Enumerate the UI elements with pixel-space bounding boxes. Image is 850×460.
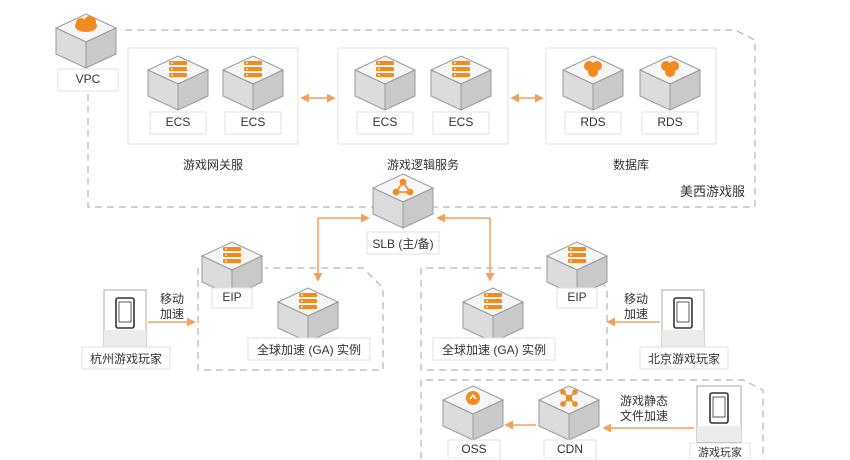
logic-group-name: 游戏逻辑服务 xyxy=(386,158,459,172)
cdn-icon xyxy=(538,385,600,441)
vpc-label: VPC xyxy=(75,72,101,86)
right-eip-label: EIP xyxy=(567,290,587,304)
database-group-name: 数据库 xyxy=(612,158,649,172)
left-ga-icon xyxy=(277,287,339,343)
slb-icon xyxy=(372,173,434,229)
beijing-phone-icon xyxy=(662,297,704,348)
gateway-ecs-2-label: ECS xyxy=(240,115,266,129)
cdn-player-label: 游戏玩家 xyxy=(698,447,742,459)
vpc-icon xyxy=(55,13,117,69)
left-link-line1: 移动 xyxy=(160,292,185,306)
slb-label: SLB (主/备) xyxy=(372,237,434,251)
logic-ecs-1-label: ECS xyxy=(372,115,398,129)
right-link-line2: 加速 xyxy=(624,307,649,321)
cdn-label: CDN xyxy=(557,442,583,456)
cdn-region-border xyxy=(420,379,764,459)
left-eip-label: EIP xyxy=(222,290,242,304)
db-rds-2-label: RDS xyxy=(657,115,683,129)
hangzhou-player-label: 杭州游戏玩家 xyxy=(89,352,162,366)
left-ga-label: 全球加速 (GA) 实例 xyxy=(257,343,361,357)
vpc-region-border xyxy=(87,29,756,208)
oss-label: OSS xyxy=(461,442,487,456)
hangzhou-phone-icon xyxy=(104,297,146,348)
right-link-line1: 移动 xyxy=(624,292,649,306)
region-title: 美西游戏服 xyxy=(680,184,746,199)
gateway-group-name: 游戏网关服 xyxy=(182,158,243,172)
cdn-link-line2: 文件加速 xyxy=(620,409,669,423)
logic-ecs-2-label: ECS xyxy=(448,115,474,129)
cdn-link-line1: 游戏静态 xyxy=(620,394,669,408)
slb-right-arrow xyxy=(436,213,495,282)
gateway-ecs-1-label: ECS xyxy=(165,115,191,129)
db-rds-1-label: RDS xyxy=(580,115,606,129)
beijing-player-label: 北京游戏玩家 xyxy=(647,352,720,366)
left-link-line2: 加速 xyxy=(160,307,185,321)
right-ga-icon xyxy=(462,287,524,343)
right-ga-label: 全球加速 (GA) 实例 xyxy=(442,343,546,357)
slb-left-arrow xyxy=(313,213,370,282)
cdn-player-phone-icon xyxy=(697,392,741,442)
oss-icon xyxy=(442,385,504,441)
